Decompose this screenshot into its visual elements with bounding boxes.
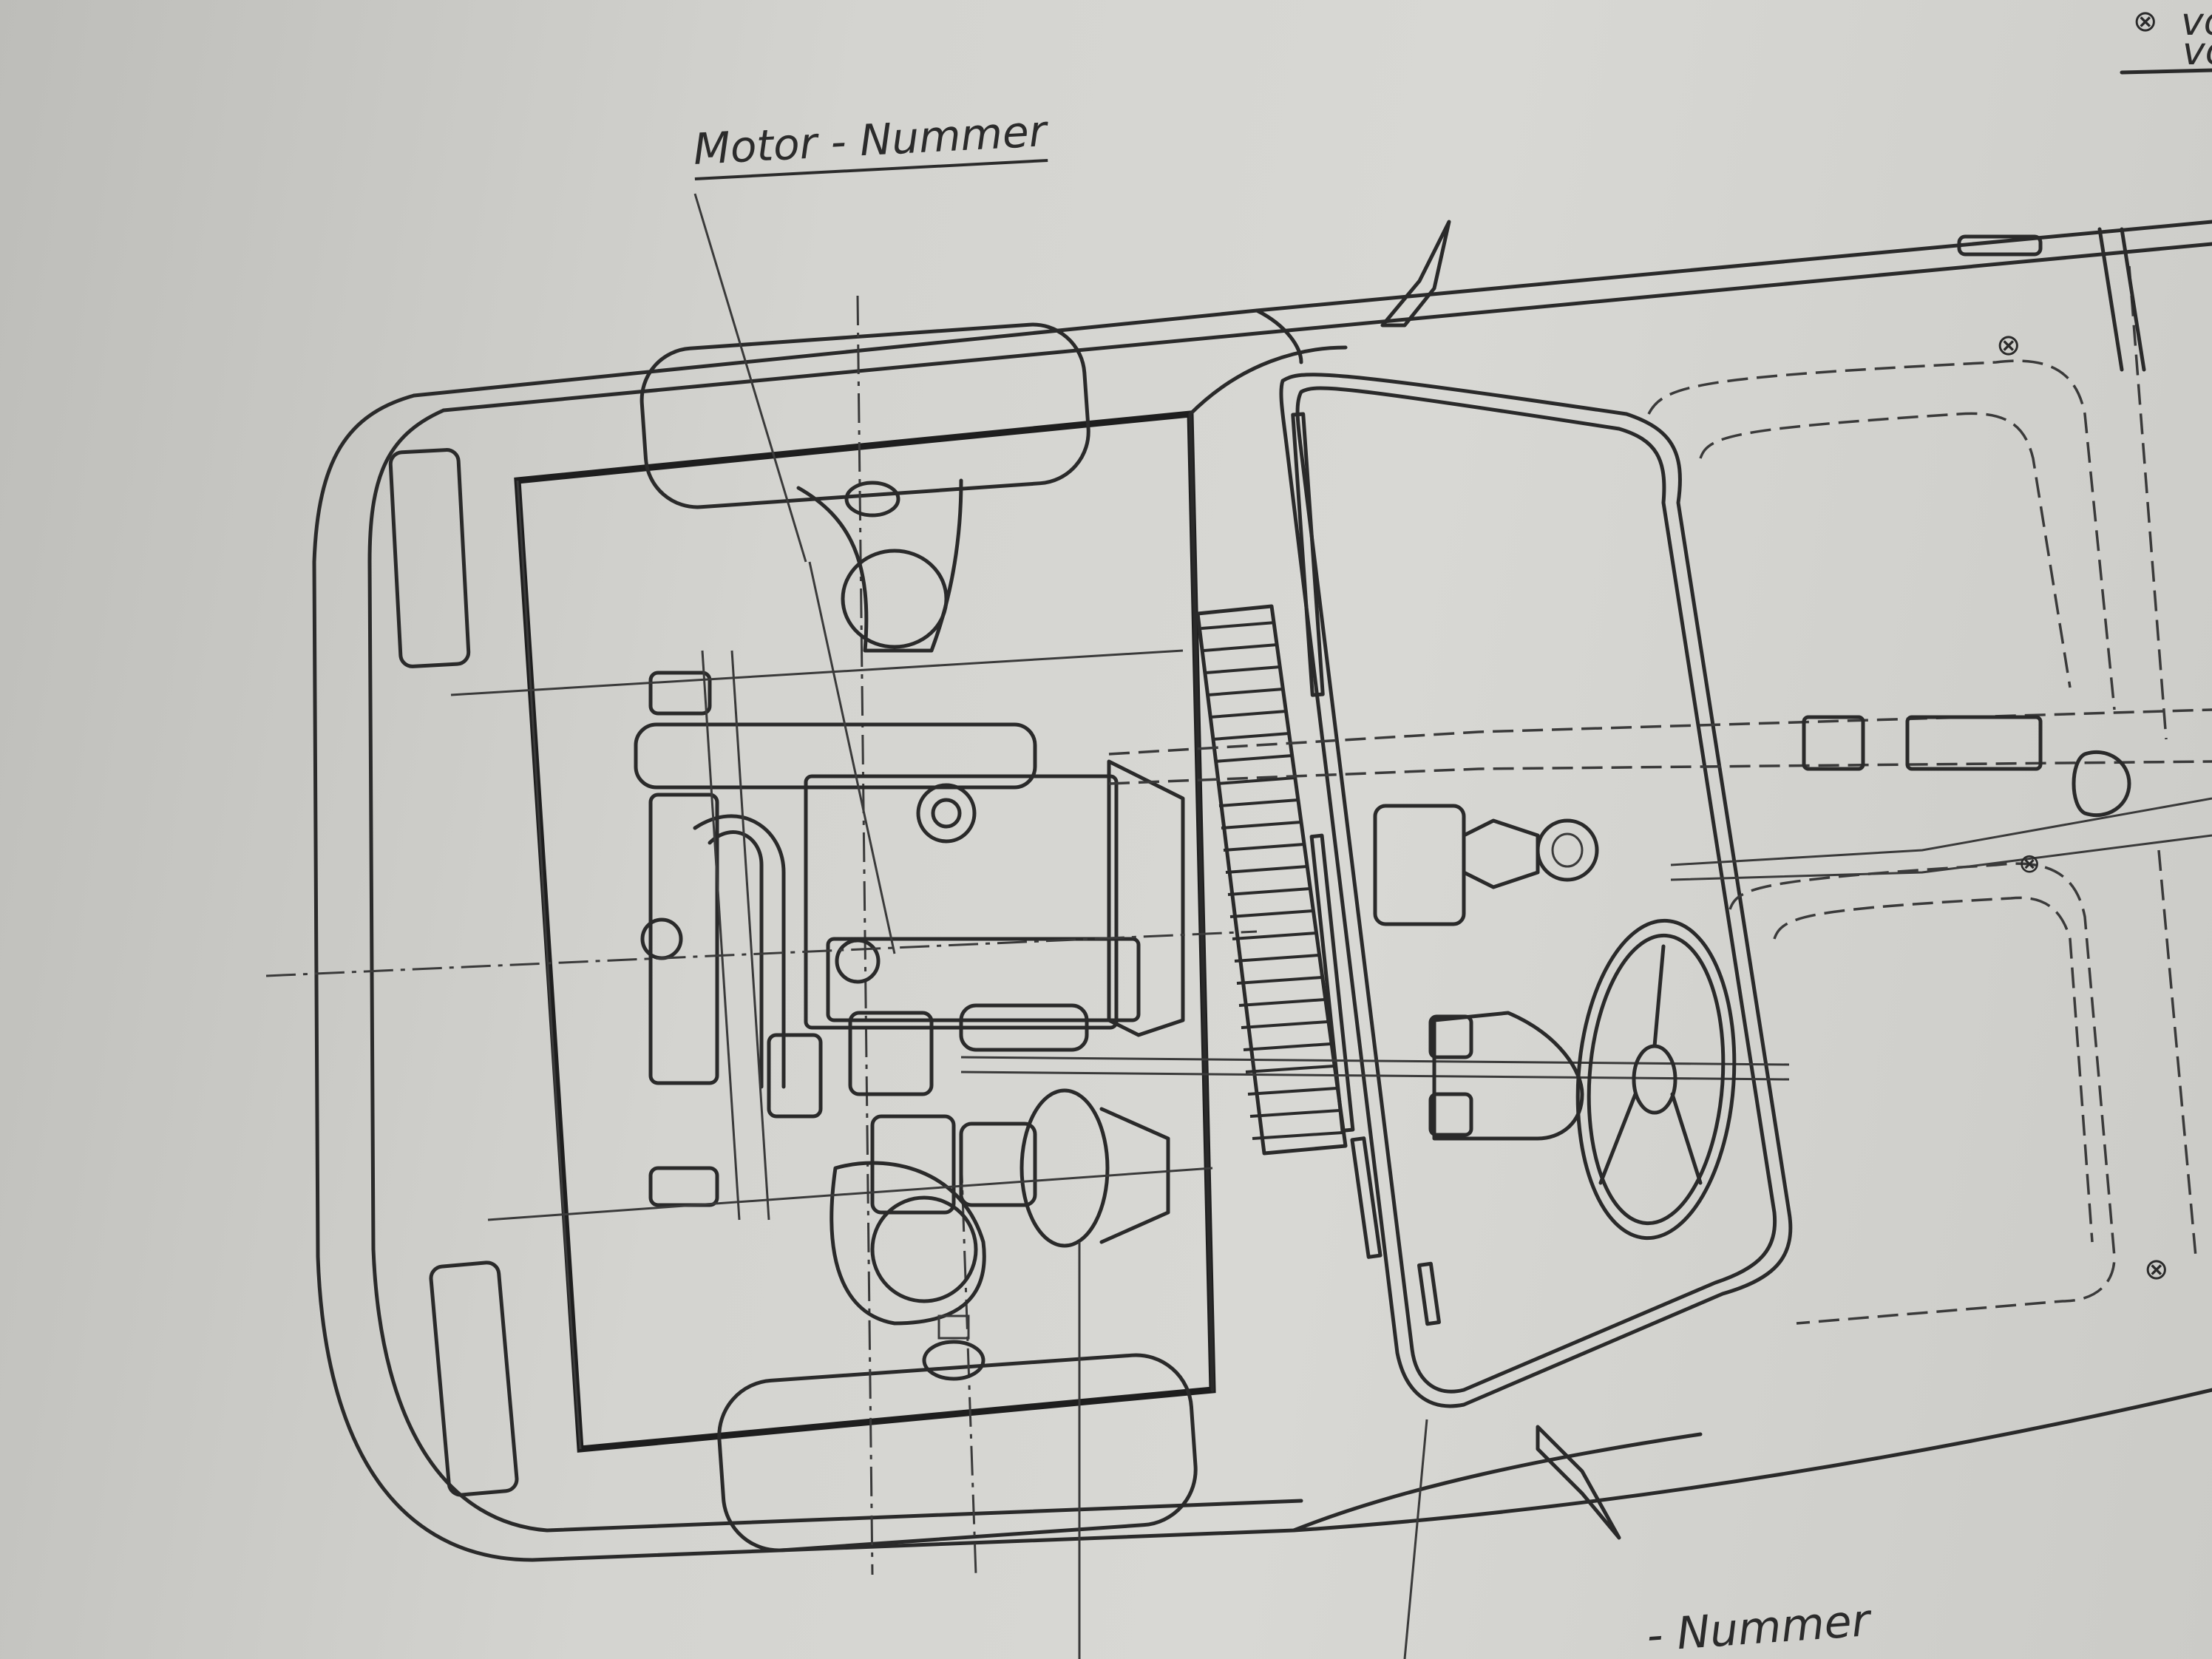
engine-assembly (634, 650, 1185, 1221)
corner-mark: ⊗ (2120, 4, 2212, 75)
cowl-grille (1188, 345, 1348, 1392)
brake-booster (870, 1088, 1170, 1248)
corner-label-top: vo (2181, 0, 2212, 44)
center-lines (265, 193, 1428, 1659)
windshield (1279, 373, 1793, 1408)
drive-tunnel (960, 708, 2212, 1081)
svg-text:⊗: ⊗ (1996, 328, 2021, 362)
corner-label-bottom: vo (2182, 30, 2212, 74)
interior-seats: ⊗ ⊗ ⊗ (1647, 227, 2197, 1325)
steering-wheel (1575, 918, 1737, 1241)
headlights (388, 448, 519, 1497)
side-mirrors (1380, 220, 1621, 1540)
car-body-outline (312, 220, 2212, 1562)
svg-text:⊗: ⊗ (2018, 849, 2040, 879)
pedal-box (1428, 1011, 1584, 1141)
svg-text:⊗: ⊗ (2144, 1252, 2169, 1286)
svg-text:⊗: ⊗ (2133, 4, 2158, 38)
front-suspension (796, 478, 986, 1381)
front-wheels (639, 295, 1198, 1575)
